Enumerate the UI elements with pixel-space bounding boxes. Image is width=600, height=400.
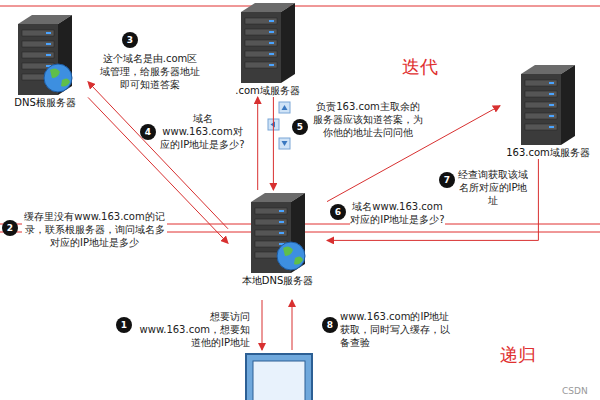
scroll-widget xyxy=(268,102,290,149)
drive-slot xyxy=(255,208,287,214)
scroll-arrow xyxy=(271,122,276,128)
drive-led xyxy=(549,93,554,95)
step-note: 经查询获取该域名所对应的IP地址 xyxy=(458,168,528,207)
server-node: DNS根服务器 xyxy=(2,12,88,109)
drive-slot xyxy=(525,113,557,119)
callout-number: 5 xyxy=(292,119,308,135)
monitor-screen xyxy=(253,361,305,400)
drive-led xyxy=(46,43,51,45)
callout-number: 2 xyxy=(2,220,18,236)
callout-number: 3 xyxy=(122,32,138,48)
callout-number: 4 xyxy=(140,124,156,140)
red-rule xyxy=(0,6,600,7)
server-label: 本地DNS服务器 xyxy=(228,274,327,287)
query-arrow xyxy=(273,97,274,190)
step-note: www.163.com的IP地址获取，同时写入缓存，以备查验 xyxy=(340,310,450,349)
server-label: DNS根服务器 xyxy=(2,96,88,109)
drive-slot xyxy=(525,91,557,97)
server-node: .com域服务器 xyxy=(218,0,317,97)
step-note: 域名www.163.com对应的IP地址是多少? xyxy=(160,112,245,151)
drive-led xyxy=(279,210,284,212)
drive-slot xyxy=(255,230,287,236)
drive-led xyxy=(46,32,51,34)
request-arrow xyxy=(262,300,263,350)
step-note: 负责163.com主取余的服务器应该知道答案，为你他的地址去问问他 xyxy=(312,100,424,139)
drive-slot xyxy=(245,40,277,46)
drive-slot xyxy=(245,51,277,57)
mode-title: 递归 xyxy=(500,344,536,366)
scroll-arrow xyxy=(282,105,288,110)
server-icon xyxy=(515,62,581,146)
drive-slot xyxy=(22,30,54,36)
globe-land xyxy=(50,68,60,78)
reply-arrow xyxy=(292,300,293,350)
callout-number: 1 xyxy=(116,317,132,333)
drive-led xyxy=(269,64,274,66)
server-side xyxy=(281,3,295,83)
drive-led xyxy=(279,232,284,234)
globe xyxy=(277,242,305,270)
drive-led xyxy=(269,20,274,22)
step-note: 域名www.163.com对应的IP地址是多少? xyxy=(350,200,445,226)
server-icon xyxy=(245,190,311,274)
globe-land xyxy=(283,246,293,256)
server-front xyxy=(241,12,281,83)
drive-slot xyxy=(525,102,557,108)
callout-number: 7 xyxy=(439,172,455,188)
step-note: 想要访问www.163.com，想要知道他的IP地址 xyxy=(135,310,250,349)
scroll-button xyxy=(279,138,290,149)
mode-title: 迭代 xyxy=(402,56,438,78)
server-icon xyxy=(12,12,78,96)
monitor-frame xyxy=(246,354,312,400)
drive-led xyxy=(269,31,274,33)
step-note: 缓存里没有www.163.com的记录，联系根服务器，询问域名多对应的IP地址是… xyxy=(22,210,167,249)
drive-led xyxy=(46,54,51,56)
drive-slot xyxy=(525,124,557,130)
globe-land xyxy=(61,78,70,86)
query-arrow xyxy=(327,159,538,240)
query-arrow xyxy=(257,97,258,190)
scroll-button xyxy=(279,102,290,113)
drive-slot xyxy=(245,29,277,35)
step-note: 这个域名是由.com区域管理，给服务器地址即可知道答案 xyxy=(100,52,200,91)
drive-slot xyxy=(22,41,54,47)
callout-number: 8 xyxy=(322,317,338,333)
scroll-arrow xyxy=(282,141,288,146)
callout-number: 6 xyxy=(330,204,346,220)
drive-led xyxy=(549,104,554,106)
server-front xyxy=(521,74,561,145)
server-label: .com域服务器 xyxy=(218,84,317,97)
drive-led xyxy=(549,115,554,117)
globe-land xyxy=(294,256,303,264)
query-arrow xyxy=(88,82,228,229)
drive-led xyxy=(549,126,554,128)
drive-led xyxy=(269,53,274,55)
drive-slot xyxy=(255,219,287,225)
drive-led xyxy=(279,221,284,223)
drive-led xyxy=(269,42,274,44)
drive-slot xyxy=(245,18,277,24)
server-icon xyxy=(235,0,301,84)
client-computer xyxy=(246,354,312,400)
drive-slot xyxy=(245,62,277,68)
server-side xyxy=(561,65,575,145)
server-node: 163.com域服务器 xyxy=(500,62,596,159)
drive-led xyxy=(549,82,554,84)
drive-slot xyxy=(525,80,557,86)
server-label: 163.com域服务器 xyxy=(500,146,596,159)
watermark: CSDN xyxy=(562,386,588,397)
drive-slot xyxy=(22,52,54,58)
server-node: 本地DNS服务器 xyxy=(228,190,327,287)
globe xyxy=(44,64,72,92)
